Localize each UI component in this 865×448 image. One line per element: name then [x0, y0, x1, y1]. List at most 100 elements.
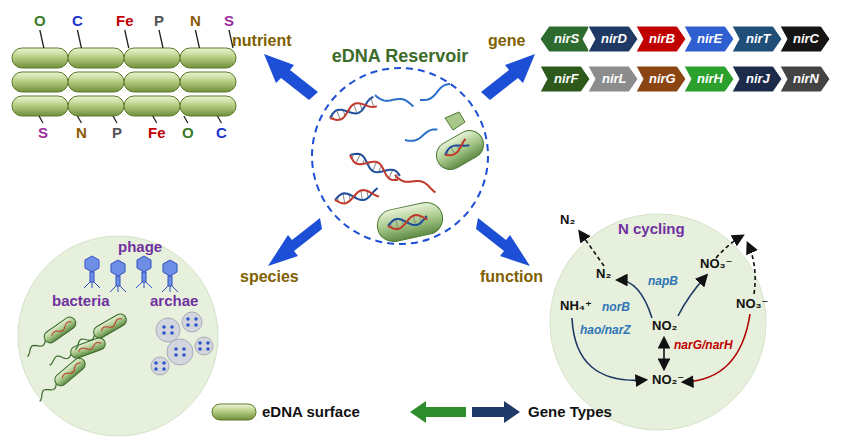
flagellum	[48, 351, 73, 365]
archaeon-dot	[162, 325, 166, 329]
gene-arrow-fill	[636, 66, 686, 92]
bacterium-body	[52, 356, 87, 388]
gene-label: hao/narZ	[580, 323, 631, 337]
base-pair	[337, 110, 340, 119]
n-cycle-arrows	[572, 232, 755, 382]
gene-arrow-fill	[684, 66, 734, 92]
strand	[348, 150, 401, 182]
category-arrows	[264, 54, 535, 266]
archaeon	[195, 337, 213, 355]
edna-surface-segment	[68, 96, 124, 116]
edna-surface-segment	[180, 96, 236, 116]
strand	[348, 150, 401, 182]
archaeon-dot	[186, 317, 190, 321]
gene-name: nirL	[602, 66, 627, 92]
gene-arrow: nirH	[684, 66, 734, 92]
edna-surface-segment	[12, 72, 68, 92]
gene-arrow: nirN	[780, 66, 830, 92]
strand	[328, 97, 377, 123]
dna-strand	[374, 92, 414, 108]
gene-label: napB	[648, 274, 678, 288]
gene-arrow-fill	[780, 66, 830, 92]
species-name: phage	[118, 238, 162, 255]
base-pair	[356, 154, 360, 163]
archaeon	[156, 318, 180, 342]
gene-arrow-fill	[540, 26, 590, 52]
circle-ground	[550, 214, 766, 430]
bacterium-dna	[61, 361, 82, 379]
element-symbol: S	[38, 124, 48, 141]
gene-arrow: nirL	[588, 66, 638, 92]
phage-tail	[90, 272, 94, 282]
element-symbol: Fe	[148, 124, 166, 141]
gene-arrow: nirD	[588, 26, 638, 52]
category-label: gene	[488, 32, 525, 50]
base-pair	[451, 147, 455, 154]
gene-name: nirS	[554, 26, 579, 52]
bacterium-dna	[78, 341, 102, 353]
phage-head	[111, 260, 125, 276]
gene-arrow: nirJ	[732, 66, 782, 92]
phage	[110, 260, 126, 292]
gene-name: nirB	[649, 26, 675, 52]
cycle-title: N cycling	[618, 220, 685, 237]
archaeon-dot	[182, 347, 186, 351]
gene-arrow-fill	[636, 26, 686, 52]
edna-surface-segment	[124, 48, 180, 68]
phage-head	[85, 256, 99, 272]
circle-ground	[18, 236, 218, 436]
flagellum	[36, 381, 58, 401]
gene-name: nirE	[697, 26, 722, 52]
flagellum	[72, 332, 96, 349]
edna-surface-segment	[124, 96, 180, 116]
base-pair	[361, 190, 363, 200]
category-label: nutrient	[232, 32, 292, 50]
strand	[419, 83, 452, 103]
archaeon-dot	[206, 341, 210, 345]
archaeon-dot	[174, 353, 178, 357]
edna-surface-segment	[12, 96, 68, 116]
phage-tail	[116, 276, 120, 286]
dna-strand	[328, 97, 377, 123]
dna-strand	[443, 139, 470, 159]
gene-arrow: nirS	[540, 26, 590, 52]
element-stalk	[113, 116, 117, 123]
gene-arrow-fill	[732, 66, 782, 92]
phage-head	[137, 256, 151, 272]
archaeon-dot	[162, 367, 166, 371]
edna-surface-segment	[68, 48, 124, 68]
gene-arrow-fill	[732, 26, 782, 52]
bacterium	[34, 356, 88, 404]
element-stalk	[77, 116, 81, 123]
element-symbol: N	[190, 12, 201, 29]
strand	[443, 139, 469, 159]
phage	[162, 260, 178, 292]
strand	[334, 187, 379, 204]
archaeon-dot	[170, 325, 174, 329]
gene-arrow: nirG	[636, 66, 686, 92]
archaeon-dot	[170, 331, 174, 335]
strand	[443, 139, 469, 159]
phage-tail	[168, 276, 172, 286]
reservoir-title: eDNA Reservoir	[305, 46, 495, 67]
category-label: species	[240, 268, 299, 286]
gene-arrow-fill	[684, 26, 734, 52]
dna-strand	[387, 213, 428, 231]
gene-label: norB	[602, 300, 630, 314]
phage-legs	[84, 282, 100, 288]
bacterium-body	[42, 315, 78, 345]
dna-strand	[334, 187, 379, 204]
archaeon-dot	[186, 323, 190, 327]
chemical-species: NH₄⁺	[560, 298, 592, 313]
base-pair	[354, 104, 357, 113]
gene-arrow-fill	[588, 66, 638, 92]
archaeon-dot	[162, 331, 166, 335]
gene-name: nirF	[554, 66, 579, 92]
bacterium-dna	[51, 320, 73, 337]
gene-name: nirG	[649, 66, 676, 92]
element-stalk	[39, 116, 43, 123]
base-pair	[396, 219, 398, 229]
category-label: function	[480, 268, 543, 286]
gene-arrow: nirB	[636, 26, 686, 52]
